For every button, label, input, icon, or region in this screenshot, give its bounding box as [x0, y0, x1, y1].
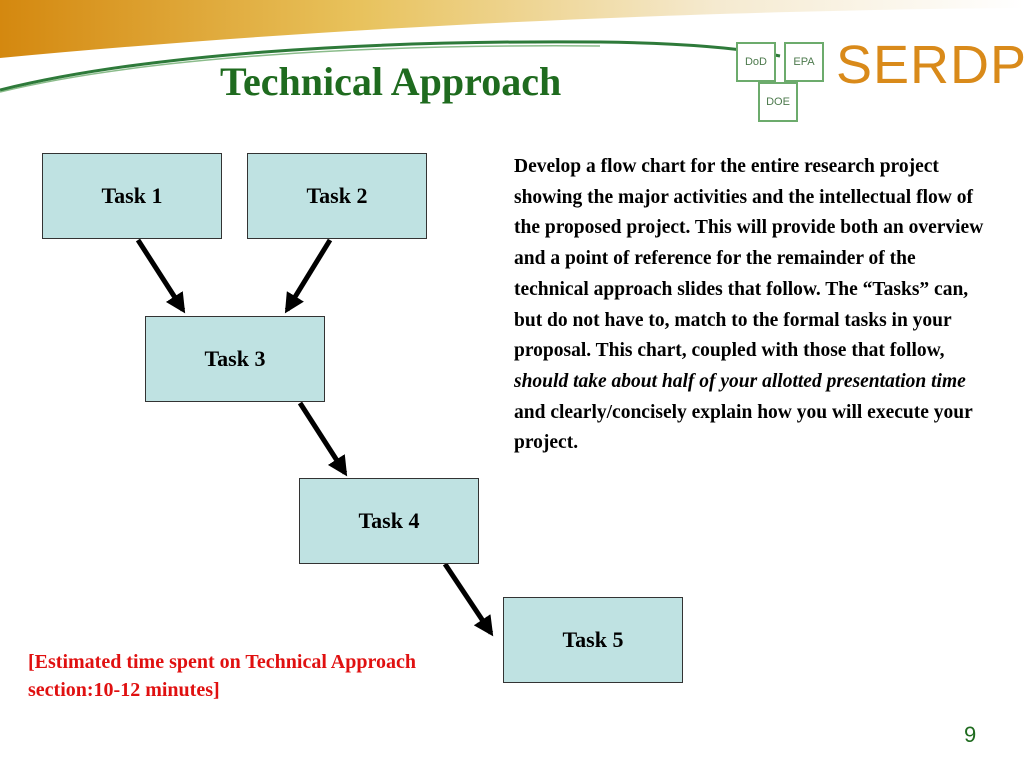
task-1-box: Task 1: [42, 153, 222, 239]
logo-epa-box: EPA: [784, 42, 824, 82]
arrow-task3-to-task4: [297, 401, 348, 477]
estimated-time-note: [Estimated time spent on Technical Appro…: [28, 651, 416, 701]
task-4-box: Task 4: [299, 478, 479, 564]
logo-serdp-text: SERDP: [836, 35, 1024, 95]
task-3-box: Task 3: [145, 316, 325, 402]
header-swoosh: [0, 0, 1024, 93]
task-5-box: Task 5: [503, 597, 683, 683]
arrow-task2-to-task3: [284, 238, 333, 314]
description-part1: Develop a flow chart for the entire rese…: [514, 156, 984, 362]
description-text: Develop a flow chart for the entire rese…: [514, 152, 984, 459]
logo-doe-box: DOE: [758, 82, 798, 122]
slide-title: Technical Approach: [220, 59, 562, 104]
arrow-task1-to-task3: [135, 238, 186, 314]
task-2-box: Task 2: [247, 153, 427, 239]
description-italic: should take about half of your allotted …: [514, 370, 966, 392]
description-part2: and clearly/concisely explain how you wi…: [514, 401, 973, 454]
logo-dod-box: DoD: [736, 42, 776, 82]
page-number: 9: [964, 722, 977, 747]
serdp-logo: DoD EPA DOE SERDP: [728, 30, 1024, 130]
arrow-task4-to-task5: [442, 562, 494, 637]
